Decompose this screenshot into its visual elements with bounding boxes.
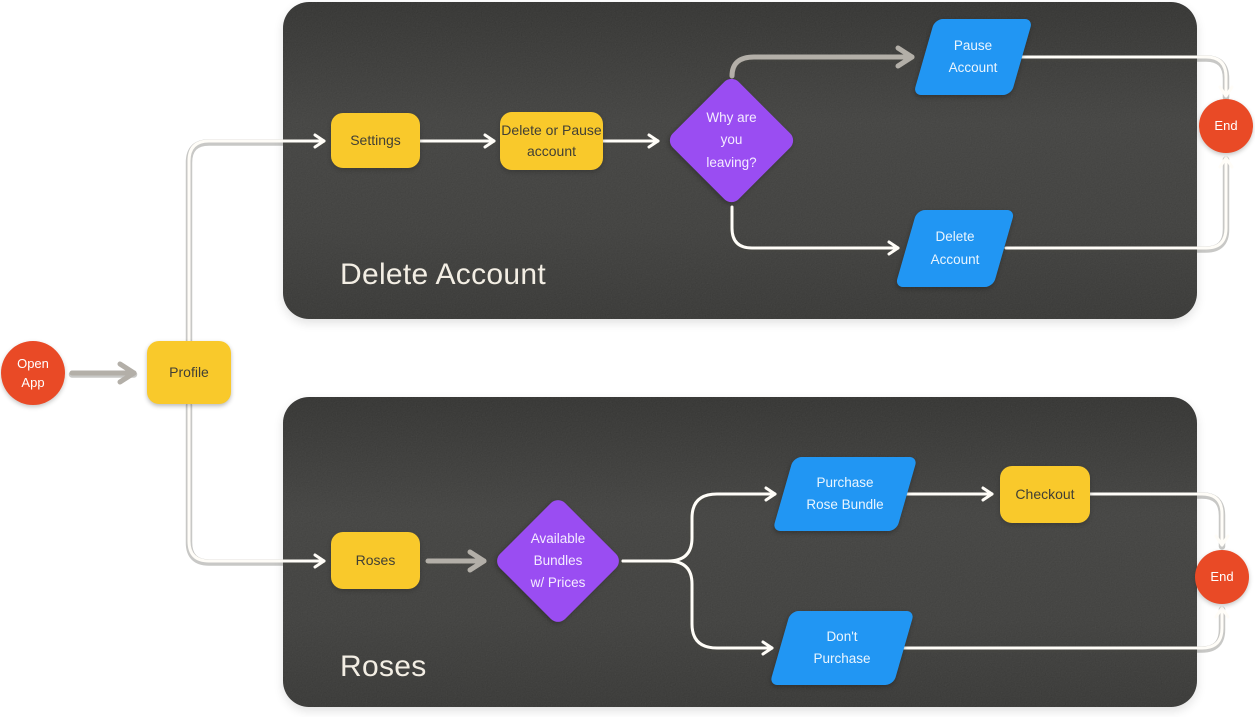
node-delete-account[interactable]: Delete Account bbox=[894, 210, 1016, 287]
node-checkout[interactable]: Checkout bbox=[1000, 466, 1090, 523]
node-dont-purchase-label: Don't Purchase bbox=[813, 628, 871, 666]
node-end-roses-label: End bbox=[1210, 569, 1234, 585]
node-profile-label: Profile bbox=[169, 364, 209, 380]
node-open-app-label: Open App bbox=[17, 355, 49, 391]
node-purchase-rose-bundle-label: Purchase Rose Bundle bbox=[806, 474, 884, 512]
node-available-bundles[interactable]: Available Bundles w/ Prices bbox=[492, 495, 624, 627]
node-delete-or-pause-label: Delete or Pause account bbox=[501, 122, 602, 159]
node-why-leaving-label: Why are you leaving? bbox=[706, 110, 757, 170]
node-why-leaving[interactable]: Why are you leaving? bbox=[665, 74, 798, 207]
node-purchase-rose-bundle[interactable]: Purchase Rose Bundle bbox=[772, 457, 918, 531]
node-open-app[interactable]: Open App bbox=[1, 341, 65, 405]
node-delete-or-pause[interactable]: Delete or Pause account bbox=[500, 112, 603, 170]
node-settings-label: Settings bbox=[350, 132, 401, 148]
node-roses[interactable]: Roses bbox=[331, 532, 420, 589]
node-roses-label: Roses bbox=[355, 552, 396, 568]
node-end-delete-label: End bbox=[1214, 118, 1238, 134]
section-title-roses: Roses bbox=[340, 650, 427, 683]
node-available-bundles-label: Available Bundles w/ Prices bbox=[530, 530, 586, 591]
node-dont-purchase[interactable]: Don't Purchase bbox=[769, 611, 915, 685]
node-settings[interactable]: Settings bbox=[331, 113, 420, 168]
node-end-delete-flow[interactable]: End bbox=[1199, 99, 1253, 153]
node-checkout-label: Checkout bbox=[1015, 486, 1075, 502]
node-pause-account[interactable]: Pause Account bbox=[913, 19, 1033, 95]
node-delete-account-label: Delete Account bbox=[930, 229, 980, 267]
node-end-roses-flow[interactable]: End bbox=[1195, 550, 1249, 604]
node-pause-account-label: Pause Account bbox=[948, 37, 998, 75]
node-profile[interactable]: Profile bbox=[147, 341, 231, 404]
section-title-delete-account: Delete Account bbox=[340, 258, 546, 291]
